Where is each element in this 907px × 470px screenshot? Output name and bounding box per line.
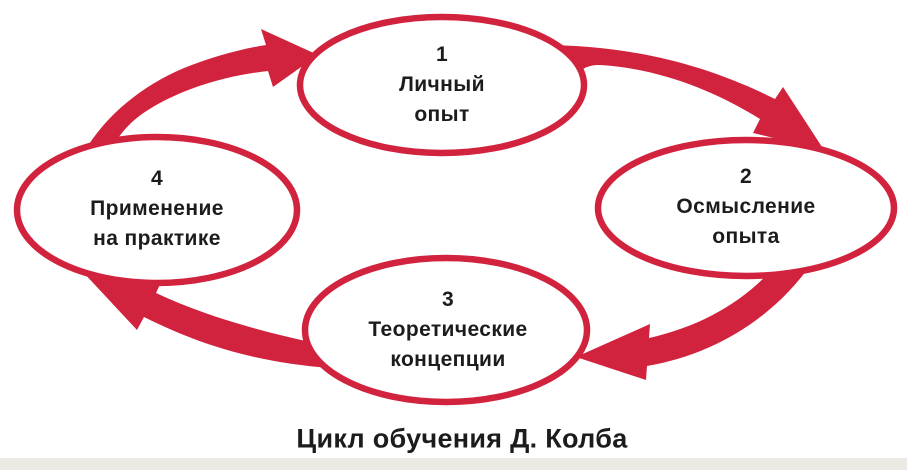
- node-4-line1: Применение: [90, 197, 224, 220]
- node-2-line1: Осмысление: [676, 195, 816, 218]
- node-4-ellipse: [13, 133, 301, 287]
- node-4-line2: на практике: [93, 227, 221, 250]
- node-2-line2: опыта: [712, 225, 780, 248]
- bottom-border: [0, 458, 907, 470]
- node-2-label: 2 Осмысление опыта: [676, 162, 815, 252]
- node-2-ellipse: [594, 136, 898, 280]
- node-4-number: 4: [150, 167, 164, 190]
- node-1-line1: Личный: [399, 73, 485, 96]
- node-2-number: 2: [739, 165, 753, 188]
- arrow-2-to-3-icon: [576, 247, 812, 380]
- node-3-ellipse: [301, 254, 591, 406]
- arrow-3-to-4-icon: [82, 271, 330, 368]
- diagram-title: Цикл обучения Д. Колба: [296, 423, 628, 454]
- node-3-line1: Теоретические: [368, 318, 528, 341]
- node-1-ellipse: [296, 13, 588, 157]
- node-1-number: 1: [435, 43, 449, 66]
- node-3-number: 3: [441, 288, 455, 311]
- node-4-label: 4 Применение на практике: [90, 164, 224, 254]
- node-3-line2: концепции: [390, 348, 506, 371]
- node-1-label: 1 Личный опыт: [399, 40, 485, 130]
- node-1-line2: опыт: [414, 103, 470, 126]
- node-3-label: 3 Теоретические концепции: [368, 285, 527, 375]
